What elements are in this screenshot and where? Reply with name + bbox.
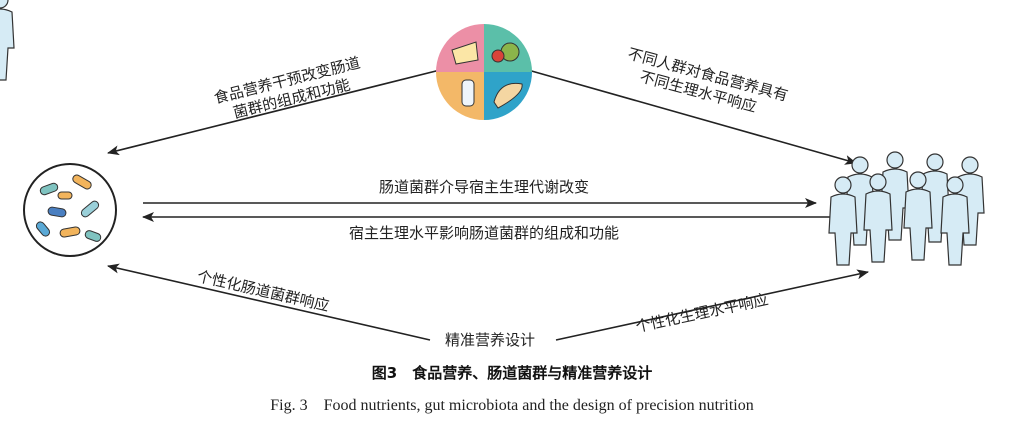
- label-microbiota-to-host: 肠道菌群介导宿主生理代谢改变: [379, 178, 589, 196]
- caption-en: Fig. 3 Food nutrients, gut microbiota an…: [270, 397, 754, 414]
- label-host-to-microbiota: 宿主生理水平影响肠道菌群的组成和功能: [349, 224, 619, 242]
- people-group-icon: [0, 0, 985, 266]
- arrow-food-to-people: [527, 69, 857, 165]
- label-precision-nutrition: 精准营养设计: [445, 331, 535, 349]
- arrow-precision-to-people: [555, 269, 869, 341]
- caption-zh: 图3 食品营养、肠道菌群与精准营养设计: [372, 364, 652, 382]
- food-plate-icon: [436, 24, 532, 120]
- label-personal-physiological-response: 个性化生理水平响应: [634, 290, 770, 336]
- arrow-precision-to-microbiota: [107, 263, 431, 341]
- arrow-food-to-microbiota: [107, 67, 449, 156]
- gut-bacteria-icon: [23, 163, 117, 257]
